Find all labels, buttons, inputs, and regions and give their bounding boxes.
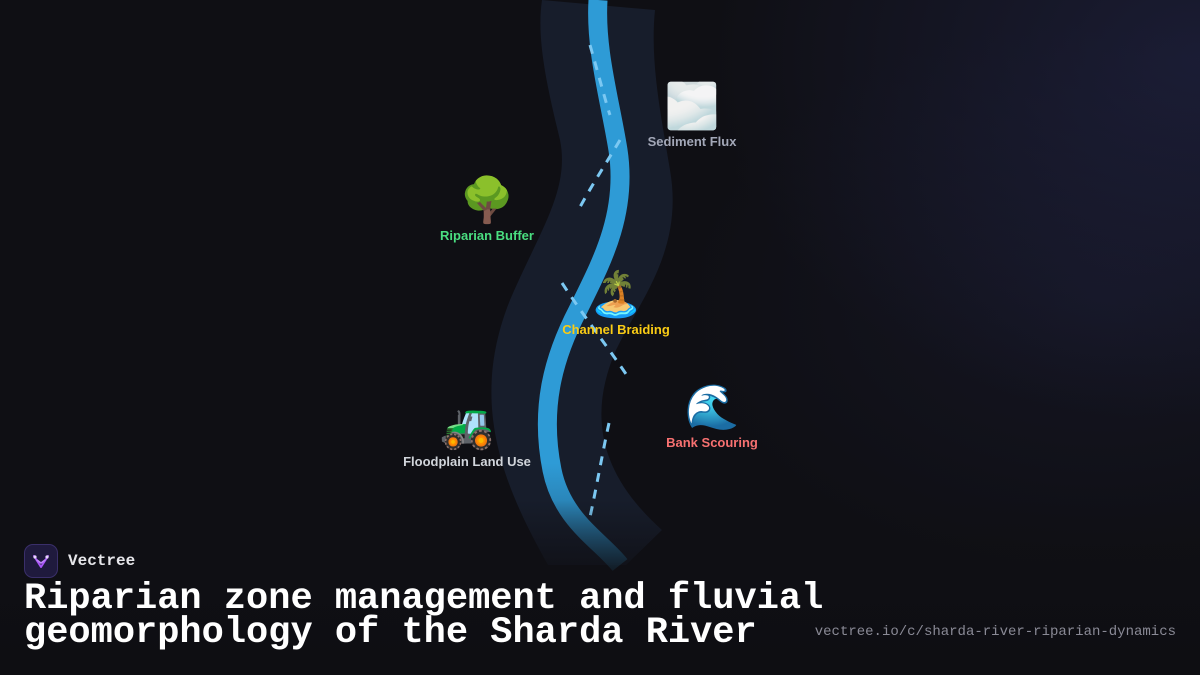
page-title: Riparian zone management and fluvial geo… (24, 578, 824, 654)
tractor-icon: 🚜 (439, 402, 495, 451)
node-floodplain-land-use[interactable]: 🚜 Floodplain Land Use (403, 402, 531, 469)
node-label: Riparian Buffer (440, 228, 534, 243)
fog-icon: 🌫️ (664, 82, 720, 131)
node-label: Sediment Flux (647, 134, 737, 149)
connector-sediment-flux (588, 44, 612, 116)
island-icon: 🏝️ (588, 270, 644, 319)
node-bank-scouring[interactable]: 🌊 Bank Scouring (666, 383, 758, 450)
brand[interactable]: Vectree (24, 544, 135, 578)
node-label: Channel Braiding (562, 322, 670, 337)
node-label: Floodplain Land Use (403, 454, 531, 469)
node-label: Bank Scouring (666, 435, 758, 450)
node-sediment-flux[interactable]: 🌫️ Sediment Flux (648, 82, 737, 149)
connector-channel-braiding (560, 282, 630, 378)
tree-icon: 🌳 (459, 176, 515, 225)
source-url[interactable]: vectree.io/c/sharda-river-riparian-dynam… (814, 624, 1176, 640)
node-riparian-buffer[interactable]: 🌳 Riparian Buffer (440, 176, 534, 243)
connector-riparian-buffer (578, 139, 622, 208)
vectree-logo-icon (24, 544, 58, 578)
wave-icon: 🌊 (684, 383, 740, 432)
bottom-fade (0, 500, 1200, 675)
brand-name: Vectree (68, 552, 136, 570)
node-channel-braiding[interactable]: 🏝️ Channel Braiding (562, 270, 670, 337)
